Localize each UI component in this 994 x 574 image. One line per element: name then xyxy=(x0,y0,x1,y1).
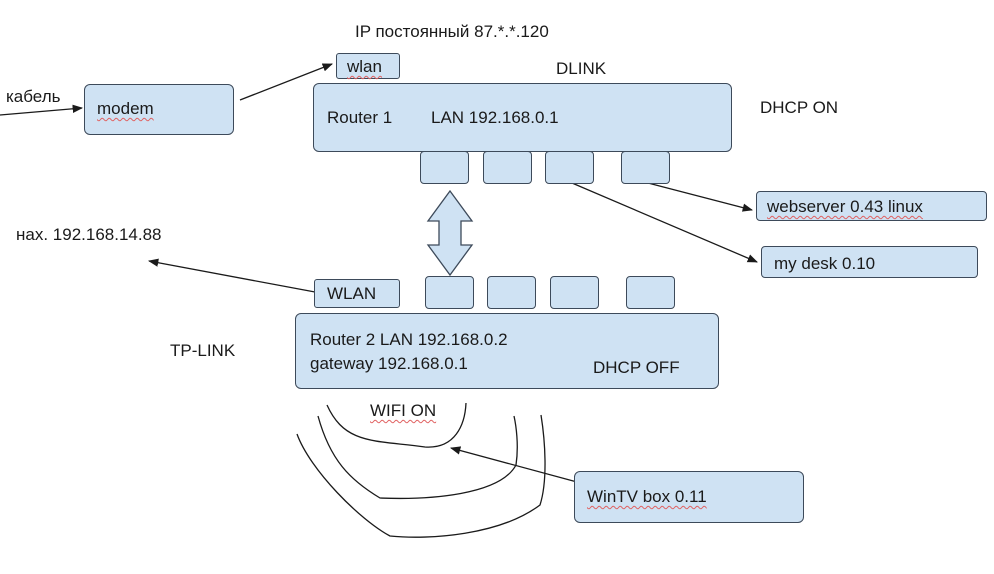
wlan-label: wlan xyxy=(347,57,382,76)
router-link-double-arrow xyxy=(426,189,474,277)
wlan-ip-label: нах. 192.168.14.88 xyxy=(16,225,162,244)
router1-port-4 xyxy=(621,151,670,184)
wlan2-label: WLAN xyxy=(327,284,377,303)
router2-port-3 xyxy=(550,276,599,309)
router2-dhcp: DHCP OFF xyxy=(593,358,680,377)
wifi-wave-middle xyxy=(317,415,518,500)
router1-port-2 xyxy=(483,151,532,184)
router2-gateway: gateway 192.168.0.1 xyxy=(310,354,468,373)
router2-node xyxy=(295,313,719,389)
wifi-wave-outer xyxy=(296,414,546,538)
webserver-label: webserver 0.43 linux xyxy=(767,197,923,216)
port-to-mydesk-arrow xyxy=(571,182,758,263)
modem-node xyxy=(84,84,234,135)
mydesk-label: my desk 0.10 xyxy=(774,254,876,273)
mydesk-node xyxy=(761,246,978,278)
wifi-on-label: WIFI ON xyxy=(370,401,437,420)
router2-port-2 xyxy=(487,276,536,309)
modem-to-wlan-arrow xyxy=(239,63,333,101)
wifi-wave-inner xyxy=(326,402,467,448)
router1-name: Router 1 xyxy=(327,108,393,127)
router2-port-1 xyxy=(425,276,474,309)
webserver-node xyxy=(756,191,987,221)
router1-lan: LAN 192.168.0.1 xyxy=(431,108,559,127)
dhcp-on-label: DHCP ON xyxy=(760,98,839,117)
modem-label: modem xyxy=(97,99,154,118)
wintv-to-wifi-arrow xyxy=(449,446,578,483)
router1-port-3 xyxy=(545,151,594,184)
tplink-label: TP-LINK xyxy=(170,341,236,360)
router2-lan: Router 2 LAN 192.168.0.2 xyxy=(310,330,508,349)
static-ip-label: IP постоянный 87.*.*.120 xyxy=(355,22,549,41)
wlan2-node xyxy=(314,279,400,308)
wlan-node xyxy=(336,53,400,79)
cable-arrow xyxy=(0,104,84,116)
dlink-label: DLINK xyxy=(556,59,607,78)
router2-port-4 xyxy=(626,276,675,309)
wintv-label: WinTV box 0.11 xyxy=(587,487,707,506)
port-to-webserver-arrow xyxy=(647,182,754,212)
router1-port-1 xyxy=(420,151,469,184)
cable-label: кабель xyxy=(6,87,61,106)
wlan-external-arrow xyxy=(147,258,316,293)
wintv-node xyxy=(574,471,804,523)
